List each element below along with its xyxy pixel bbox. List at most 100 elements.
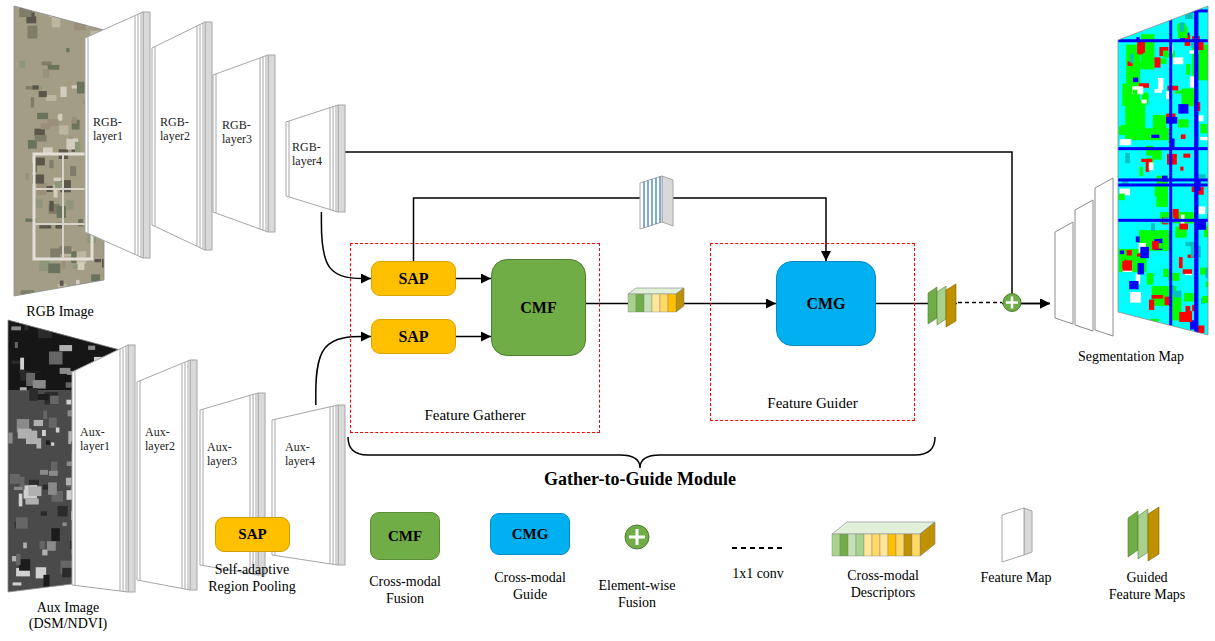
photo-detail [39,91,47,97]
photo-detail [40,470,48,475]
descriptor-cell [628,294,636,312]
slab-side [662,176,673,226]
photo-detail [1174,334,1185,344]
photo-detail [102,11,110,21]
descriptor-cell [904,534,912,556]
photo-detail [1158,78,1164,90]
module-label: SAP [398,328,428,346]
photo-detail [15,342,18,348]
photo-detail [14,487,23,490]
photo-detail [94,259,101,262]
shape [137,360,197,590]
photo-detail [1200,124,1207,133]
dash-gap [957,298,1002,307]
photo-compound [34,154,92,259]
photo-detail [49,471,58,476]
block-stripe [140,381,141,581]
photo-detail [1134,333,1142,341]
connector [316,337,371,406]
photo-detail [43,69,49,77]
photo-detail [1129,281,1138,289]
photo-detail [19,494,23,507]
photo-detail [88,346,95,350]
legend-sample-label: SAP [238,526,266,543]
photo-detail [8,432,12,443]
block-stripe [216,74,217,213]
photo-detail [1122,260,1132,270]
photo-detail [20,387,27,390]
photo-detail [1130,292,1141,303]
connector [414,198,827,261]
block-stripe [330,108,331,210]
photo-detail [1202,296,1212,303]
photo-detail [1150,231,1160,239]
photo-detail [1136,236,1140,242]
block-side [286,105,338,212]
descriptor-cell [644,294,652,312]
photo-detail [31,12,34,22]
photo-detail [40,541,45,549]
photo-detail [1149,162,1154,170]
photo-detail [19,61,25,68]
photo-detail [100,331,106,335]
photo-detail [1163,51,1175,58]
photo-detail [1125,153,1130,163]
photo-detail [1155,187,1159,197]
block-stripe [336,106,337,212]
photo-detail [66,400,71,405]
legend-descriptor-icon [832,522,935,556]
photo-detail [91,274,100,281]
conv-dashed-line [958,302,1002,304]
block-stripe [289,121,290,197]
block-stripe [141,13,142,257]
legend-swatch: CMF [370,512,440,560]
photo-compound [34,154,92,259]
module-caption-box: Gather-to-Guide Module [480,469,800,490]
photo-detail [51,528,60,541]
descriptor-side [920,522,935,556]
photo-detail [58,506,68,516]
photo-detail [1120,250,1124,254]
map-slab [1075,200,1093,331]
block-stripe [330,407,331,564]
photo-detail [59,345,72,351]
module-label: CMF [520,299,556,317]
photo-detail [60,87,66,97]
block-stripe [138,14,139,256]
photo-detail [42,430,46,436]
photo-detail [1129,13,1135,22]
photo-detail [1120,333,1124,338]
photo-detail [39,294,43,302]
photo-detail [112,334,116,348]
photo-detail [48,263,60,273]
photo-detail [48,482,57,494]
feature-layer: RGB-layer1 [85,12,150,258]
photo-detail [49,351,63,364]
photo-detail [1120,139,1131,145]
photo-detail [38,328,52,338]
photo-road [1118,39,1208,42]
photo-detail [20,358,24,370]
photo-detail [58,284,67,296]
block-front [338,405,345,565]
connector [456,278,491,280]
block-stripe [126,346,127,592]
photo-detail [1152,149,1161,160]
descriptor-cell [888,534,896,556]
photo-detail [1181,134,1186,139]
photo-detail [39,294,43,299]
photo-detail [29,480,39,485]
photo-detail [1179,224,1188,230]
block-front [128,345,135,592]
photo-detail [1184,293,1194,301]
photo-detail [57,206,66,218]
descriptor-cell [840,534,848,556]
photo-detail [1178,119,1189,127]
block-stripe [336,405,337,564]
feature-layer: Aux-layer1 [72,345,135,592]
block-front [338,105,345,212]
photo-detail [29,388,38,401]
image-caption: Aux Image (DSM/NDVI) [13,600,123,632]
